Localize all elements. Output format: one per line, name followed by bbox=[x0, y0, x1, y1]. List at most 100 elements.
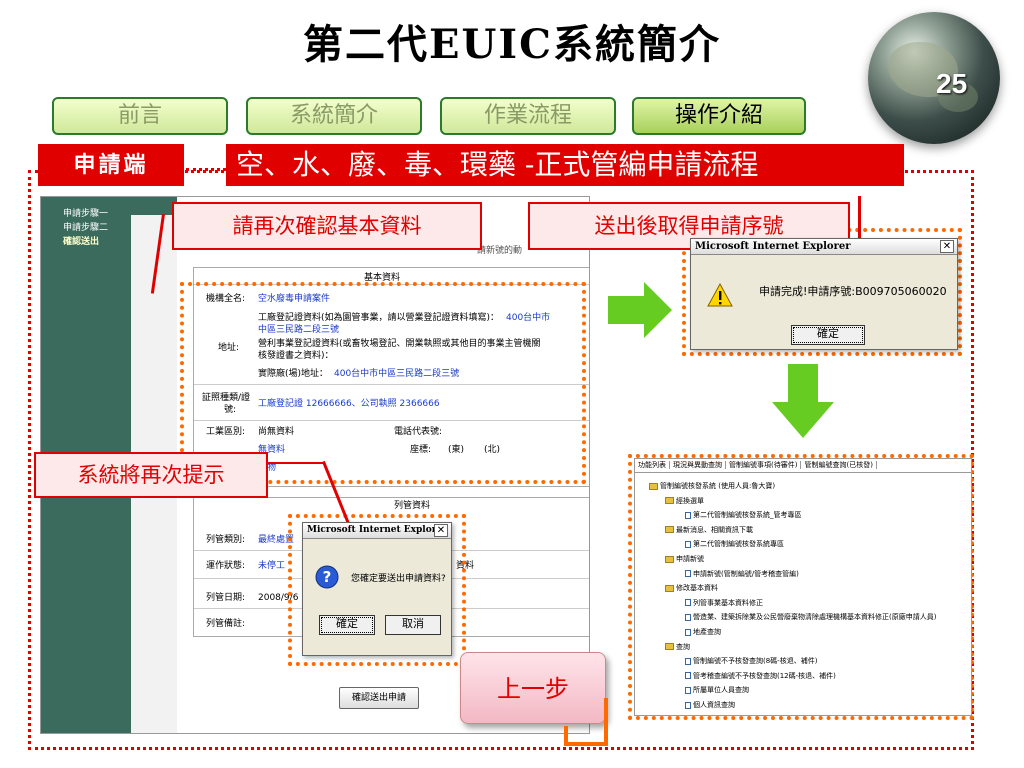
result-dialog: Microsoft Internet Explorer ✕ 申請完成!申請序號:… bbox=[690, 238, 958, 350]
folder-icon bbox=[665, 526, 674, 534]
confirm-dialog-cancel-button[interactable]: 取消 bbox=[385, 615, 441, 635]
folder-icon bbox=[665, 643, 674, 651]
remark-label: 列管備註: bbox=[206, 619, 246, 629]
nav-tab-system[interactable]: 系統簡介 bbox=[246, 97, 422, 135]
tree-folder-item[interactable]: 最新消息、相關資訊下載 bbox=[665, 525, 753, 535]
document-icon bbox=[685, 686, 691, 694]
tree-item-label: 查詢 bbox=[676, 642, 690, 651]
tree-doc-item[interactable]: 營造業、建築拆除業及公民營廢棄物清除處理機構基本資料修正(原廠申請人員) bbox=[685, 612, 936, 622]
highlight-basic-data bbox=[180, 282, 586, 484]
section-side-label: 申請端 bbox=[38, 144, 184, 186]
nav-tab-workflow[interactable]: 作業流程 bbox=[440, 97, 616, 135]
step-2[interactable]: 申請步驟二 bbox=[63, 223, 109, 233]
tree-item-label: 列管事業基本資料修正 bbox=[693, 598, 763, 607]
address-label: 地址: bbox=[218, 343, 240, 353]
tree-folder-item[interactable]: 經換選單 bbox=[665, 496, 704, 506]
tree-item-label: 管考稽查編號不予核發查詢(12碼-核退、補件) bbox=[693, 671, 836, 680]
tree-folder-item[interactable]: 管制編號核發系統 (使用人員:魯大寶) bbox=[649, 481, 775, 491]
tree-doc-item[interactable]: 第二代管制編號核發系統_管考專區 bbox=[685, 510, 802, 520]
tree-item-label: 申請新號(管制編號/管考稽查管編) bbox=[693, 569, 799, 578]
tree-item-label: 第二代管制編號核發系統_管考專區 bbox=[693, 511, 802, 520]
document-icon bbox=[685, 701, 691, 709]
tree-tab-pending[interactable]: 管制編號事項(待審件) bbox=[726, 461, 802, 469]
document-icon bbox=[685, 599, 691, 607]
question-icon: ? bbox=[315, 565, 339, 589]
page-number: 25 bbox=[936, 68, 968, 99]
tree-item-label: 修改基本資料 bbox=[676, 584, 718, 593]
tree-item-label: 地產查詢 bbox=[693, 628, 721, 636]
tree-item-label: 經換選單 bbox=[676, 496, 704, 505]
industrial-zone-value: 尚無資料 bbox=[258, 427, 295, 437]
tree-doc-item[interactable]: 地產查詢 bbox=[685, 627, 721, 637]
org-name-value: 空水廢毒申請案件 bbox=[258, 294, 331, 304]
phone-label: 電話代表號: bbox=[394, 427, 443, 437]
tree-tab-status[interactable]: 現況與異動查詢 bbox=[670, 461, 726, 469]
tree-folder-item[interactable]: 查詢 bbox=[665, 642, 690, 652]
folder-icon bbox=[649, 482, 658, 490]
step-1[interactable]: 申請步驟一 bbox=[63, 209, 109, 219]
step-confirm[interactable]: 確認送出 bbox=[63, 237, 100, 247]
folder-icon bbox=[665, 555, 674, 563]
tree-item-label: 營造業、建築拆除業及公民營廢棄物清除處理機構基本資料修正(原廠申請人員) bbox=[693, 613, 937, 622]
tree-item-label: 申請新號 bbox=[676, 555, 704, 563]
tree-doc-item[interactable]: 管制編號不予核發查詢(8碼-核退、補件) bbox=[685, 656, 817, 666]
factory-reg-addr-b: 中區三民路二段三號 bbox=[258, 325, 340, 335]
submit-application-button[interactable]: 確認送出申請 bbox=[339, 687, 419, 709]
document-icon bbox=[685, 613, 691, 621]
tree-item-label: 所屬單位人員查詢 bbox=[693, 686, 749, 695]
cert-label-1: 証照種類/證 bbox=[202, 393, 251, 403]
menu-tree-window: 功能列表現況與異動查詢管制編號事項(待審件)管制編號查詢(已核發) 管制編號核發… bbox=[634, 458, 972, 716]
folder-icon bbox=[665, 584, 674, 592]
confirm-dialog: Microsoft Internet Explorer ✕ ? 您確定要送出申請… bbox=[302, 522, 452, 656]
cert-value: 工廠登記證 12666666、公司執照 2366666 bbox=[258, 399, 440, 409]
back-button-pointer bbox=[564, 698, 608, 746]
status-value: 未停工 bbox=[258, 561, 286, 571]
category-value: 最終處置 bbox=[258, 535, 295, 545]
tree-doc-item[interactable]: 第二代管制編號核發系統專區 bbox=[685, 539, 784, 549]
coord-north: (北) bbox=[484, 445, 501, 455]
top-note: 請新號的動 bbox=[477, 246, 523, 256]
globe-icon bbox=[868, 12, 1000, 144]
tree-doc-item[interactable]: 所屬單位人員查詢 bbox=[685, 685, 749, 695]
confirm-dialog-close-button[interactable]: ✕ bbox=[434, 524, 448, 537]
tree-doc-item[interactable]: 申請新號(管制編號/管考稽查管編) bbox=[685, 569, 799, 579]
factory-reg-addr-a: 400台中市 bbox=[506, 313, 551, 323]
blue-row-value: 無資料 bbox=[258, 445, 286, 455]
tree-doc-item[interactable]: 管考稽查編號不予核發查詢(12碼-核退、補件) bbox=[685, 671, 836, 681]
tree-folder-item[interactable]: 修改基本資料 bbox=[665, 583, 718, 593]
slide-title: 第二代EUIC系統簡介 bbox=[303, 21, 721, 68]
back-button[interactable]: 上一步 bbox=[460, 652, 606, 724]
document-icon bbox=[685, 570, 691, 578]
tree-item-label: 管制編號核發系統 (使用人員:魯大寶) bbox=[660, 482, 776, 490]
result-dialog-ok-button[interactable]: 確定 bbox=[791, 325, 865, 345]
tree-tab-functions[interactable]: 功能列表 bbox=[635, 461, 670, 469]
date-label: 列管日期: bbox=[206, 593, 246, 603]
actual-addr-value: 400台中市中區三民路二段三號 bbox=[334, 369, 460, 379]
nav-tab-intro[interactable]: 前言 bbox=[52, 97, 228, 135]
status-label: 運作狀態: bbox=[206, 561, 246, 571]
confirm-dialog-title: Microsoft Internet Explorer bbox=[303, 523, 451, 539]
highlight-confirm-dialog bbox=[288, 514, 466, 666]
tree-doc-item[interactable]: 個人資訊查詢 bbox=[685, 700, 735, 710]
warning-icon bbox=[707, 283, 733, 307]
tree-tab-issued[interactable]: 管制編號查詢(已核發) bbox=[801, 461, 877, 469]
nav-tab-operation[interactable]: 操作介紹 bbox=[632, 97, 806, 135]
tree-tabs: 功能列表現況與異動查詢管制編號事項(待審件)管制編號查詢(已核發) bbox=[635, 459, 971, 473]
confirm-dialog-message: 您確定要送出申請資料? bbox=[351, 574, 446, 584]
highlight-menu-tree bbox=[628, 454, 974, 720]
tree-folder-item[interactable]: 申請新號 bbox=[665, 554, 704, 564]
connector-line-3a bbox=[268, 462, 324, 464]
industrial-zone-label: 工業區別: bbox=[206, 427, 246, 437]
actual-addr-label: 實際廠(場)地址： bbox=[258, 369, 329, 379]
confirm-dialog-ok-button[interactable]: 確定 bbox=[319, 615, 375, 635]
document-icon bbox=[685, 657, 691, 665]
tree-doc-item[interactable]: 列管事業基本資料修正 bbox=[685, 598, 763, 608]
result-dialog-close-button[interactable]: ✕ bbox=[940, 240, 954, 253]
document-icon bbox=[685, 628, 691, 636]
callout-confirm-data: 請再次確認基本資料 bbox=[172, 202, 482, 250]
tree-item-label: 管制編號不予核發查詢(8碼-核退、補件) bbox=[693, 657, 818, 666]
coord-label: 座標: bbox=[410, 445, 432, 455]
folder-icon bbox=[665, 497, 674, 505]
document-icon bbox=[685, 540, 691, 548]
tree-item-label: 個人資訊查詢 bbox=[693, 701, 735, 709]
